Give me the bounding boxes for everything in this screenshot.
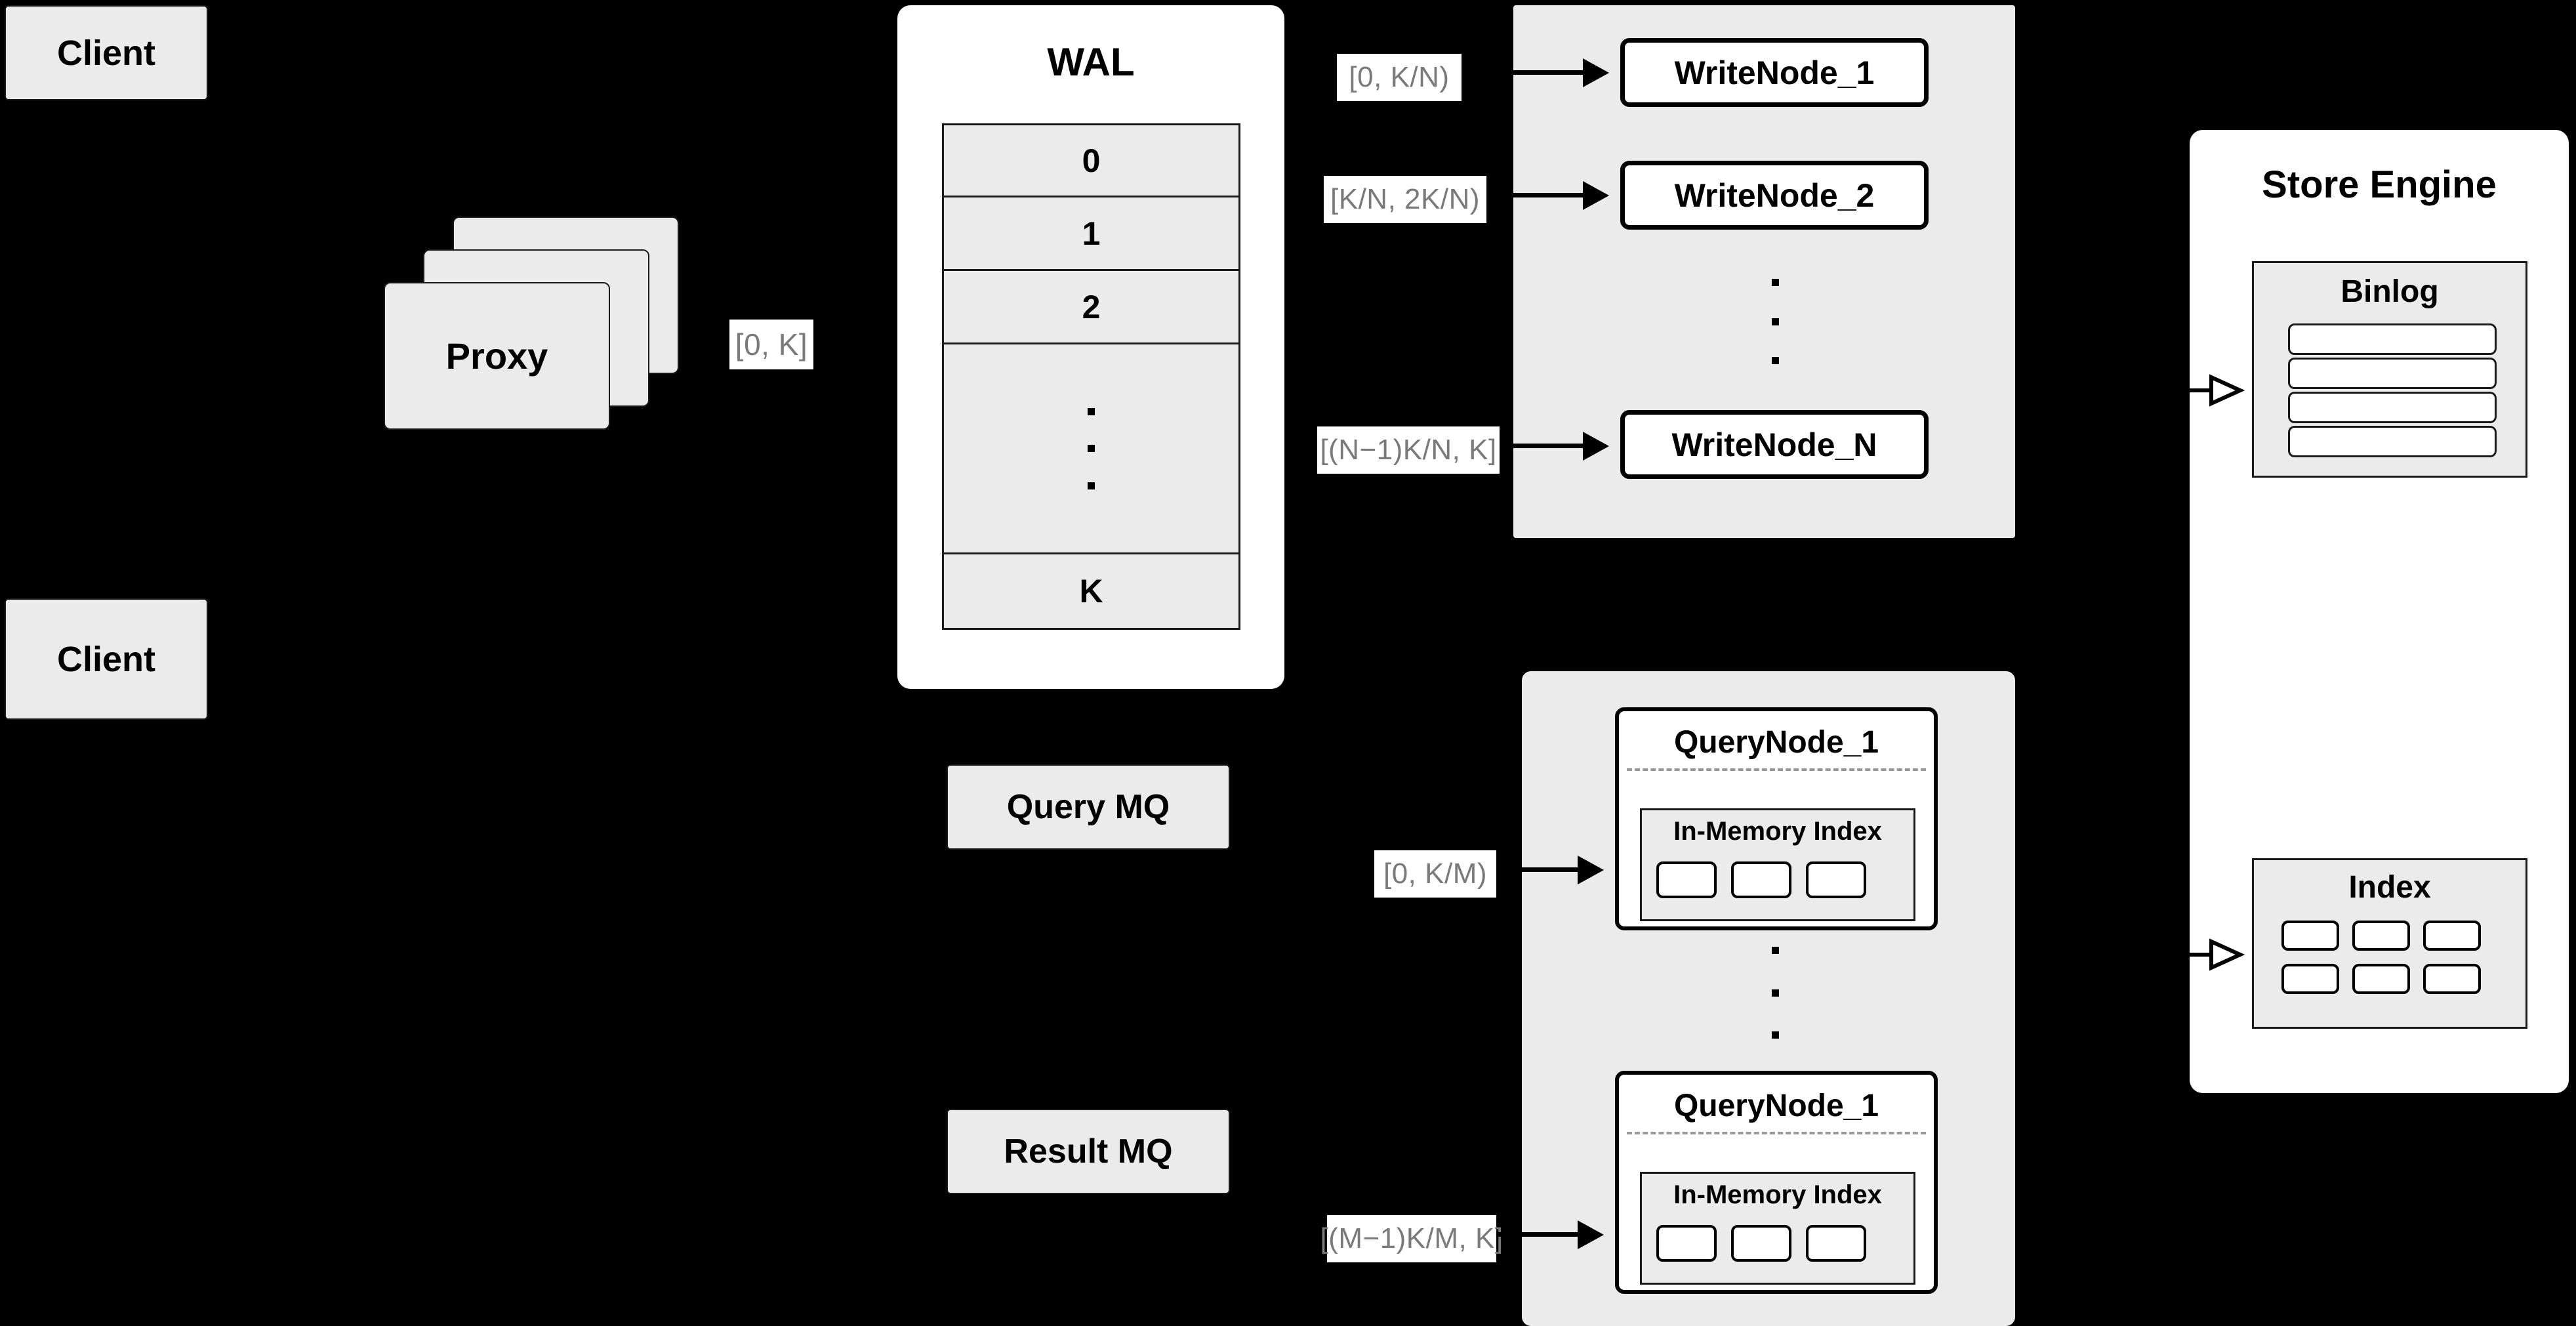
result-mq-box[interactable]: Result MQ [947,1109,1230,1194]
arrow-head-to-write-node-n [1583,432,1609,461]
binlog-title: Binlog [2341,274,2439,309]
wal-panel: WAL 0 1 2 K [897,5,1284,689]
query-group-vertical-dots-icon [1771,947,1779,1039]
query-node-2-divider [1627,1132,1926,1134]
write-node-2-box[interactable]: WriteNode_2 [1620,161,1929,230]
wal-row[interactable]: K [1079,573,1103,610]
result-mq-label: Result MQ [1004,1132,1173,1171]
arrow-head-to-query-node-1 [1578,856,1604,884]
query-node-2-title: QueryNode_1 [1673,1088,1879,1123]
client-box-1[interactable]: Client [5,5,208,100]
query-node-1-box[interactable]: QueryNode_1 In-Memory Index [1615,707,1938,930]
wal-row[interactable]: 2 [944,271,1238,344]
query-node-1-title: QueryNode_1 [1673,725,1879,760]
index-chip[interactable] [1656,861,1717,898]
query-node-1-index-title: In-Memory Index [1673,817,1882,846]
wal-row-list: 0 1 2 K [942,123,1240,630]
arrow-line-to-write-node-2 [1486,193,1583,197]
query-node-2-inmemory-index-panel: In-Memory Index [1640,1172,1915,1285]
wal-row-ellipsis [944,344,1238,554]
write-node-2-label: WriteNode_2 [1674,176,1875,214]
index-chip[interactable] [1806,1225,1866,1262]
binlog-panel: Binlog [2252,261,2527,478]
edge-label-query-node-1: [0, K/M) [1374,850,1496,898]
edge-label-query-node-m: [(M−1)K/M, K] [1320,1215,1503,1262]
arrow-head-to-write-node-1 [1583,58,1609,87]
query-node-2-box[interactable]: QueryNode_1 In-Memory Index [1615,1071,1938,1294]
proxy-label: Proxy [445,335,548,377]
client-label-1: Client [56,33,155,73]
proxy-box[interactable]: Proxy [384,282,610,430]
binlog-slab[interactable] [2288,358,2497,389]
arrow-line-to-write-node-n [1500,444,1583,448]
arrow-head-to-write-node-2 [1583,181,1609,210]
index-panel: Index [2252,858,2527,1029]
query-mq-label: Query MQ [1006,788,1170,826]
write-node-n-box[interactable]: WriteNode_N [1620,410,1929,479]
edge-label-write-node-2: [K/N, 2K/N) [1324,176,1486,223]
arrow-head-to-query-node-m [1578,1220,1604,1249]
query-node-1-divider [1627,768,1926,771]
index-chip[interactable] [1656,1225,1717,1262]
arrow-to-binlog [2188,371,2253,410]
wal-title: WAL [1047,40,1135,84]
store-engine-panel: Store Engine Binlog Index [2190,130,2569,1093]
write-node-n-label: WriteNode_N [1671,426,1877,463]
binlog-slab[interactable] [2288,426,2497,457]
store-engine-title: Store Engine [2262,163,2497,206]
edge-label-write-node-1: [0, K/N) [1337,54,1462,101]
vertical-dots-icon [1088,407,1095,489]
binlog-slab[interactable] [2288,392,2497,423]
wal-row[interactable]: 0 [944,125,1238,197]
wal-row[interactable]: 1 [944,197,1238,271]
store-index-chip[interactable] [2281,964,2339,994]
query-node-2-index-title: In-Memory Index [1673,1180,1882,1209]
query-node-1-inmemory-index-panel: In-Memory Index [1640,808,1915,921]
edge-label-write-node-n: [(N−1)K/N, K] [1317,426,1500,474]
write-group-vertical-dots-icon [1771,279,1779,364]
arrow-line-to-query-node-1 [1496,867,1578,872]
write-node-1-box[interactable]: WriteNode_1 [1620,38,1929,107]
write-node-1-label: WriteNode_1 [1674,54,1875,91]
arrow-line-to-query-node-m [1496,1232,1578,1237]
store-index-chip[interactable] [2352,921,2410,951]
index-title: Index [2348,870,2431,905]
store-index-chip[interactable] [2423,921,2481,951]
store-index-chip[interactable] [2352,964,2410,994]
binlog-slab[interactable] [2288,323,2497,355]
arrow-line-to-write-node-1 [1462,70,1583,75]
index-chip[interactable] [1731,1225,1791,1262]
client-label-2: Client [56,639,155,679]
index-chip[interactable] [1806,861,1866,898]
client-box-2[interactable]: Client [5,598,208,720]
query-mq-box[interactable]: Query MQ [947,764,1230,850]
arrow-to-index [2188,935,2253,974]
edge-label-proxy-to-wal: [0, K] [729,320,813,369]
store-index-chip[interactable] [2423,964,2481,994]
store-index-chip[interactable] [2281,921,2339,951]
index-chip[interactable] [1731,861,1791,898]
